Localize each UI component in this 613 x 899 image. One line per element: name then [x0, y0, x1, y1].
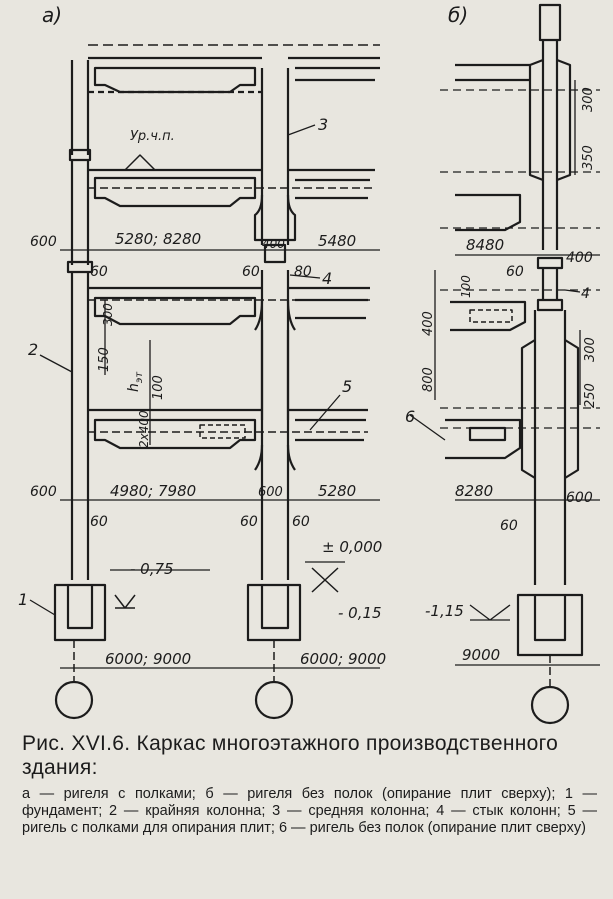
beam-level-1	[88, 44, 380, 94]
dim-b-60-1: 60	[506, 264, 524, 280]
dimension-lines-a	[60, 249, 380, 669]
dim-b-300-top: 300	[581, 87, 596, 112]
label-3: 3	[318, 115, 328, 134]
dim-a-5280: 5280	[318, 482, 356, 500]
dim-b-60-2: 60	[500, 518, 518, 534]
dim-a-60-3: 60	[90, 514, 108, 530]
beam-level-4	[88, 408, 368, 450]
elev-115: -1,15	[425, 602, 464, 620]
foundation-b	[516, 593, 584, 725]
figure-caption: Рис. XVI.6. Каркас многоэтажного произво…	[22, 732, 597, 837]
beam-level-3	[88, 286, 370, 326]
foundation-left	[53, 583, 107, 720]
caption-legend: а — ригеля с полками; б — ригеля без пол…	[22, 786, 597, 836]
dim-b-400-left: 400	[421, 311, 436, 336]
label-1: 1	[18, 590, 28, 609]
elev-015: - 0,15	[338, 604, 382, 622]
dim-b-100: 100	[459, 275, 473, 298]
leaders-a	[29, 124, 341, 616]
level-marks-a	[114, 154, 339, 609]
middle-column	[253, 68, 297, 580]
edge-column-b	[520, 3, 580, 585]
dim-b-8480: 8480	[466, 236, 504, 254]
dim-a-60-5: 60	[292, 514, 310, 530]
label-4b: 4	[581, 286, 590, 302]
label-5: 5	[342, 377, 352, 396]
dim-b-8280: 8280	[455, 482, 493, 500]
dim-b-400: 400	[566, 250, 593, 266]
elev-000: ± 0,000	[322, 538, 382, 556]
leader-4b	[564, 289, 581, 293]
dim-b-600: 600	[566, 490, 593, 506]
dim-a-60-2: 60	[242, 264, 260, 280]
grid-b-9000: 9000	[462, 646, 500, 664]
label-2: 2	[28, 340, 38, 359]
beam-level-2	[88, 168, 375, 208]
dim-b-250: 250	[583, 383, 598, 408]
dim-b-300-right: 300	[583, 337, 598, 362]
grid-a-1: 6000; 9000	[105, 650, 191, 668]
dim-b-800: 800	[421, 367, 436, 392]
panel-b-label: б)	[448, 3, 468, 27]
floor-level-mark: Ур.ч.п.	[130, 129, 175, 144]
caption-title: Рис. XVI.6. Каркас многоэтажного произво…	[22, 732, 559, 779]
panel-a-label: а)	[42, 3, 62, 27]
frame-drawing: а) б) Ур.ч.п. 3 2 4 5 1 600 5280; 8280 4…	[18, 3, 600, 725]
elev-075: - 0,75	[130, 560, 174, 578]
dim-a-span-top: 5280; 8280	[115, 230, 201, 248]
dim-a-span-bottom: 4980; 7980	[110, 482, 196, 500]
dim-a-600-bottom: 600	[30, 484, 57, 500]
foundation-middle	[246, 583, 302, 720]
dim-a-300: 300	[101, 303, 115, 326]
dim-a-60-4: 60	[240, 514, 258, 530]
beams-b	[445, 63, 530, 460]
grid-a-2: 6000; 9000	[300, 650, 386, 668]
label-6: 6	[405, 407, 415, 426]
dashed-lines-b	[440, 89, 600, 429]
dim-a-600-top: 600	[30, 234, 57, 250]
dim-a-60-1: 60	[90, 264, 108, 280]
dim-a-100: 100	[151, 375, 166, 400]
label-4: 4	[322, 269, 332, 288]
dim-a-400: 400	[262, 237, 285, 251]
panel-a-drawing	[29, 44, 380, 720]
h-floor: hэт	[126, 371, 145, 392]
panel-b-drawing	[409, 3, 600, 725]
dim-a-80: 80	[294, 264, 312, 280]
dim-a-2x400: 2x400	[137, 410, 151, 448]
dim-a-5480: 5480	[318, 232, 356, 250]
edge-column	[66, 60, 94, 580]
dimension-lines-b	[434, 80, 600, 666]
dim-a-150: 150	[97, 347, 112, 372]
dim-a-600-mid: 600	[258, 485, 283, 500]
dim-b-350: 350	[581, 145, 596, 170]
leader-6	[409, 414, 446, 441]
